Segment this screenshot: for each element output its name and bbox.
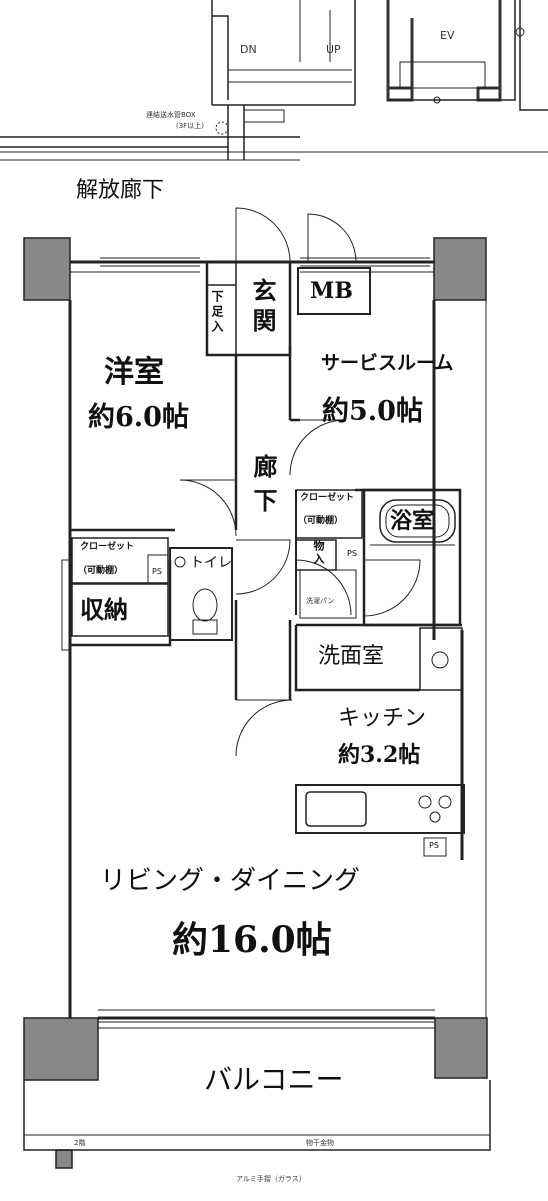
toilet-label: トイレ: [190, 555, 232, 571]
ps-center: PS: [347, 549, 357, 558]
door-swings: [179, 207, 421, 757]
corridor-label: 解放廊下: [76, 178, 165, 203]
kitchen-name: キッチン: [338, 706, 427, 731]
standpipe-floor-note: (3F以上): [176, 122, 204, 130]
wash-pan-note: 洗濯パン: [306, 597, 335, 605]
small-storage-label: 物入: [312, 540, 325, 566]
stair-core: [211, 0, 548, 135]
structural-columns: [23, 237, 488, 1169]
windows: [61, 257, 435, 1029]
upper-corridor-wall: [0, 105, 548, 161]
service-room-name: サービスルーム: [321, 352, 454, 374]
dn-label: DN: [240, 43, 257, 56]
entrance-label: 玄関: [248, 278, 277, 338]
bathroom-label: 浴室: [390, 508, 435, 534]
ps-left: PS: [152, 567, 162, 576]
closet-left-note: （可動棚）: [78, 566, 124, 576]
western-room-name: 洋室: [104, 355, 164, 390]
drying-hardware-note: 物干金物: [306, 1139, 334, 1147]
handrail-note: アルミ手摺（ガラス）: [236, 1175, 306, 1183]
shoe-box-label: 下足入: [210, 290, 224, 335]
hallway-label: 廊下: [249, 454, 278, 522]
toilet-fixture: [174, 556, 218, 635]
closet-right-name: クローゼット: [300, 493, 355, 503]
washroom-label: 洗面室: [318, 644, 385, 669]
floor-2-note: 2階: [74, 1139, 86, 1147]
standpipe-box-note: 連結送水管BOX: [146, 111, 196, 119]
meter-box-label: MB: [310, 278, 353, 304]
living-name: リビング・ダイニング: [100, 866, 361, 896]
service-room-size: 約5.0帖: [322, 396, 423, 427]
exterior-walls: [23, 260, 491, 1151]
living-size: 約16.0帖: [172, 919, 332, 961]
western-room-size: 約6.0帖: [88, 402, 189, 433]
balcony-label: バルコニー: [204, 1063, 344, 1096]
ps-kitchen: PS: [429, 841, 439, 850]
kitchen-size: 約3.2帖: [338, 742, 421, 768]
storage-label: 収納: [80, 595, 128, 624]
closet-right-note: （可動棚）: [298, 516, 344, 526]
closet-left-name: クローゼット: [80, 542, 135, 552]
ev-label: EV: [440, 29, 455, 42]
up-label: UP: [326, 43, 341, 56]
interior-walls: [70, 262, 465, 857]
